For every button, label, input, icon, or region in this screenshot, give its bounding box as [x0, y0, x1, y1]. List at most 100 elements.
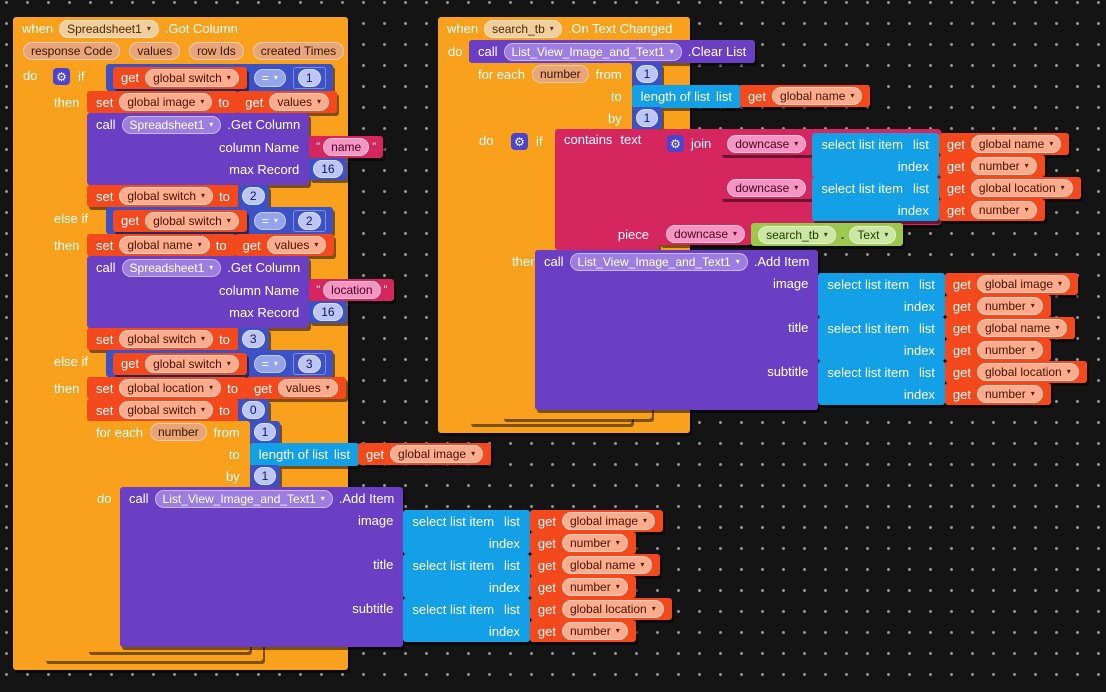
- set-variable-block[interactable]: set global image to: [87, 91, 239, 113]
- variable-dropdown[interactable]: global switch: [145, 354, 239, 373]
- get-variable-block[interactable]: get values: [234, 234, 335, 256]
- select-list-item-block[interactable]: select list item list get gl: [403, 554, 661, 598]
- variable-dropdown[interactable]: number: [977, 341, 1043, 359]
- number-block[interactable]: 1: [292, 66, 326, 89]
- variable-dropdown[interactable]: number: [970, 201, 1037, 219]
- operator-dropdown[interactable]: =: [253, 354, 286, 373]
- variable-dropdown[interactable]: global switch: [145, 68, 239, 87]
- variable-dropdown[interactable]: global location: [119, 379, 222, 397]
- component-dropdown[interactable]: Spreadsheet1: [121, 258, 222, 277]
- compare-block[interactable]: get global switch = 3: [106, 350, 333, 377]
- set-variable-block[interactable]: set global name to: [87, 234, 236, 256]
- get-variable-block[interactable]: get number: [938, 199, 1045, 221]
- get-variable-block[interactable]: get global switch: [113, 66, 247, 89]
- variable-dropdown[interactable]: global location: [562, 600, 664, 618]
- number-field[interactable]: 3: [297, 354, 321, 373]
- number-block[interactable]: 1: [631, 107, 663, 129]
- select-list-item-block[interactable]: select list item list get gl: [818, 317, 1076, 361]
- length-of-list-block[interactable]: length of list list: [249, 443, 359, 466]
- variable-dropdown[interactable]: number: [562, 622, 628, 640]
- component-dropdown[interactable]: List_View_Image_and_Text1: [503, 42, 682, 61]
- string-op-dropdown[interactable]: downcase: [727, 135, 807, 153]
- get-variable-block[interactable]: get number: [938, 155, 1045, 177]
- mutator-gear-icon[interactable]: ⚙: [511, 133, 528, 150]
- downcase-block[interactable]: downcase: [720, 177, 814, 199]
- get-variable-block[interactable]: get global location: [529, 598, 672, 620]
- get-variable-block[interactable]: get global name: [529, 554, 661, 576]
- length-of-list-block[interactable]: length of list list: [631, 85, 741, 108]
- number-field[interactable]: 1: [635, 109, 659, 127]
- set-variable-block[interactable]: set global switch to: [87, 185, 239, 207]
- variable-dropdown[interactable]: global switch: [145, 211, 239, 230]
- variable-dropdown[interactable]: global name: [119, 236, 210, 254]
- number-block[interactable]: 0: [237, 399, 269, 421]
- variable-dropdown[interactable]: values: [269, 93, 330, 111]
- for-each-block[interactable]: for each number from 1 to: [469, 63, 1087, 424]
- get-variable-block[interactable]: get global name: [944, 317, 1076, 339]
- operator-dropdown[interactable]: =: [253, 211, 286, 230]
- string-op-dropdown[interactable]: downcase: [666, 225, 746, 243]
- param-pill-values[interactable]: values: [129, 42, 181, 60]
- get-variable-block[interactable]: get global name: [739, 85, 871, 107]
- component-dropdown[interactable]: search_tb: [484, 19, 562, 38]
- variable-dropdown[interactable]: global name: [970, 135, 1062, 153]
- variable-dropdown[interactable]: number: [977, 297, 1043, 315]
- component-dropdown[interactable]: Spreadsheet1: [59, 19, 159, 38]
- call-get-column-block[interactable]: call Spreadsheet1 .Get Column column Nam…: [87, 256, 395, 328]
- number-field[interactable]: 2: [297, 211, 321, 230]
- get-variable-block[interactable]: get number: [944, 339, 1051, 361]
- variable-dropdown[interactable]: global image: [977, 275, 1071, 293]
- number-block[interactable]: 16: [309, 158, 347, 180]
- get-variable-block[interactable]: get global image: [944, 273, 1079, 295]
- set-variable-block[interactable]: set global switch to: [87, 399, 239, 421]
- number-field[interactable]: 2: [241, 187, 265, 205]
- number-field[interactable]: 0: [241, 401, 265, 419]
- variable-dropdown[interactable]: global image: [119, 93, 213, 111]
- variable-dropdown[interactable]: global name: [772, 87, 863, 105]
- number-block[interactable]: 1: [249, 465, 281, 487]
- string-op-dropdown[interactable]: downcase: [727, 179, 807, 197]
- number-block[interactable]: 2: [292, 209, 326, 232]
- component-property-getter-block[interactable]: search_tb . Text: [751, 223, 904, 246]
- compare-block[interactable]: get global switch = 1: [106, 64, 333, 91]
- param-pill-response-code[interactable]: response Code: [23, 42, 121, 60]
- text-string-block[interactable]: location: [309, 279, 395, 301]
- variable-dropdown[interactable]: number: [970, 157, 1037, 175]
- downcase-block[interactable]: downcase: [659, 223, 753, 245]
- get-variable-block[interactable]: get values: [245, 377, 346, 399]
- select-list-item-block[interactable]: select list item list get gl: [818, 273, 1079, 317]
- variable-dropdown[interactable]: number: [977, 385, 1043, 403]
- get-variable-block[interactable]: get number: [529, 620, 636, 642]
- get-variable-block[interactable]: get global switch: [113, 209, 247, 232]
- if-block[interactable]: ⚙ if contains: [502, 129, 1087, 419]
- number-field[interactable]: 1: [253, 467, 277, 485]
- operator-dropdown[interactable]: =: [253, 68, 286, 87]
- variable-dropdown[interactable]: number: [562, 534, 628, 552]
- variable-dropdown[interactable]: global switch: [119, 330, 214, 348]
- call-add-item-block[interactable]: call List_View_Image_and_Text1 .Add Item…: [120, 487, 672, 647]
- number-block[interactable]: 16: [309, 301, 347, 323]
- variable-dropdown[interactable]: global image: [390, 445, 484, 463]
- variable-dropdown[interactable]: global image: [562, 512, 656, 530]
- variable-dropdown[interactable]: global location: [977, 363, 1079, 381]
- number-block[interactable]: 3: [292, 352, 326, 375]
- number-block[interactable]: 1: [249, 421, 281, 443]
- get-variable-block[interactable]: get global location: [938, 177, 1081, 199]
- loop-variable-pill[interactable]: number: [149, 423, 207, 441]
- param-pill-created-times[interactable]: created Times: [252, 42, 345, 60]
- get-variable-block[interactable]: get number: [529, 576, 636, 598]
- get-variable-block[interactable]: get number: [944, 383, 1051, 405]
- component-dropdown[interactable]: List_View_Image_and_Text1: [154, 489, 333, 508]
- when-search-text-changed-block[interactable]: when search_tb .On Text Changed do call …: [438, 17, 1087, 433]
- call-clear-list-block[interactable]: call List_View_Image_and_Text1 .Clear Li…: [469, 40, 756, 63]
- string-field[interactable]: location: [323, 281, 381, 299]
- variable-dropdown[interactable]: number: [562, 578, 628, 596]
- variable-dropdown[interactable]: global name: [562, 556, 653, 574]
- number-block[interactable]: 3: [237, 328, 269, 350]
- get-variable-block[interactable]: get global name: [938, 133, 1070, 155]
- for-each-block[interactable]: for each number from 1: [87, 421, 672, 652]
- compare-block[interactable]: get global switch = 2: [106, 207, 333, 234]
- set-variable-block[interactable]: set global location to: [87, 377, 247, 399]
- component-dropdown[interactable]: search_tb: [758, 225, 836, 244]
